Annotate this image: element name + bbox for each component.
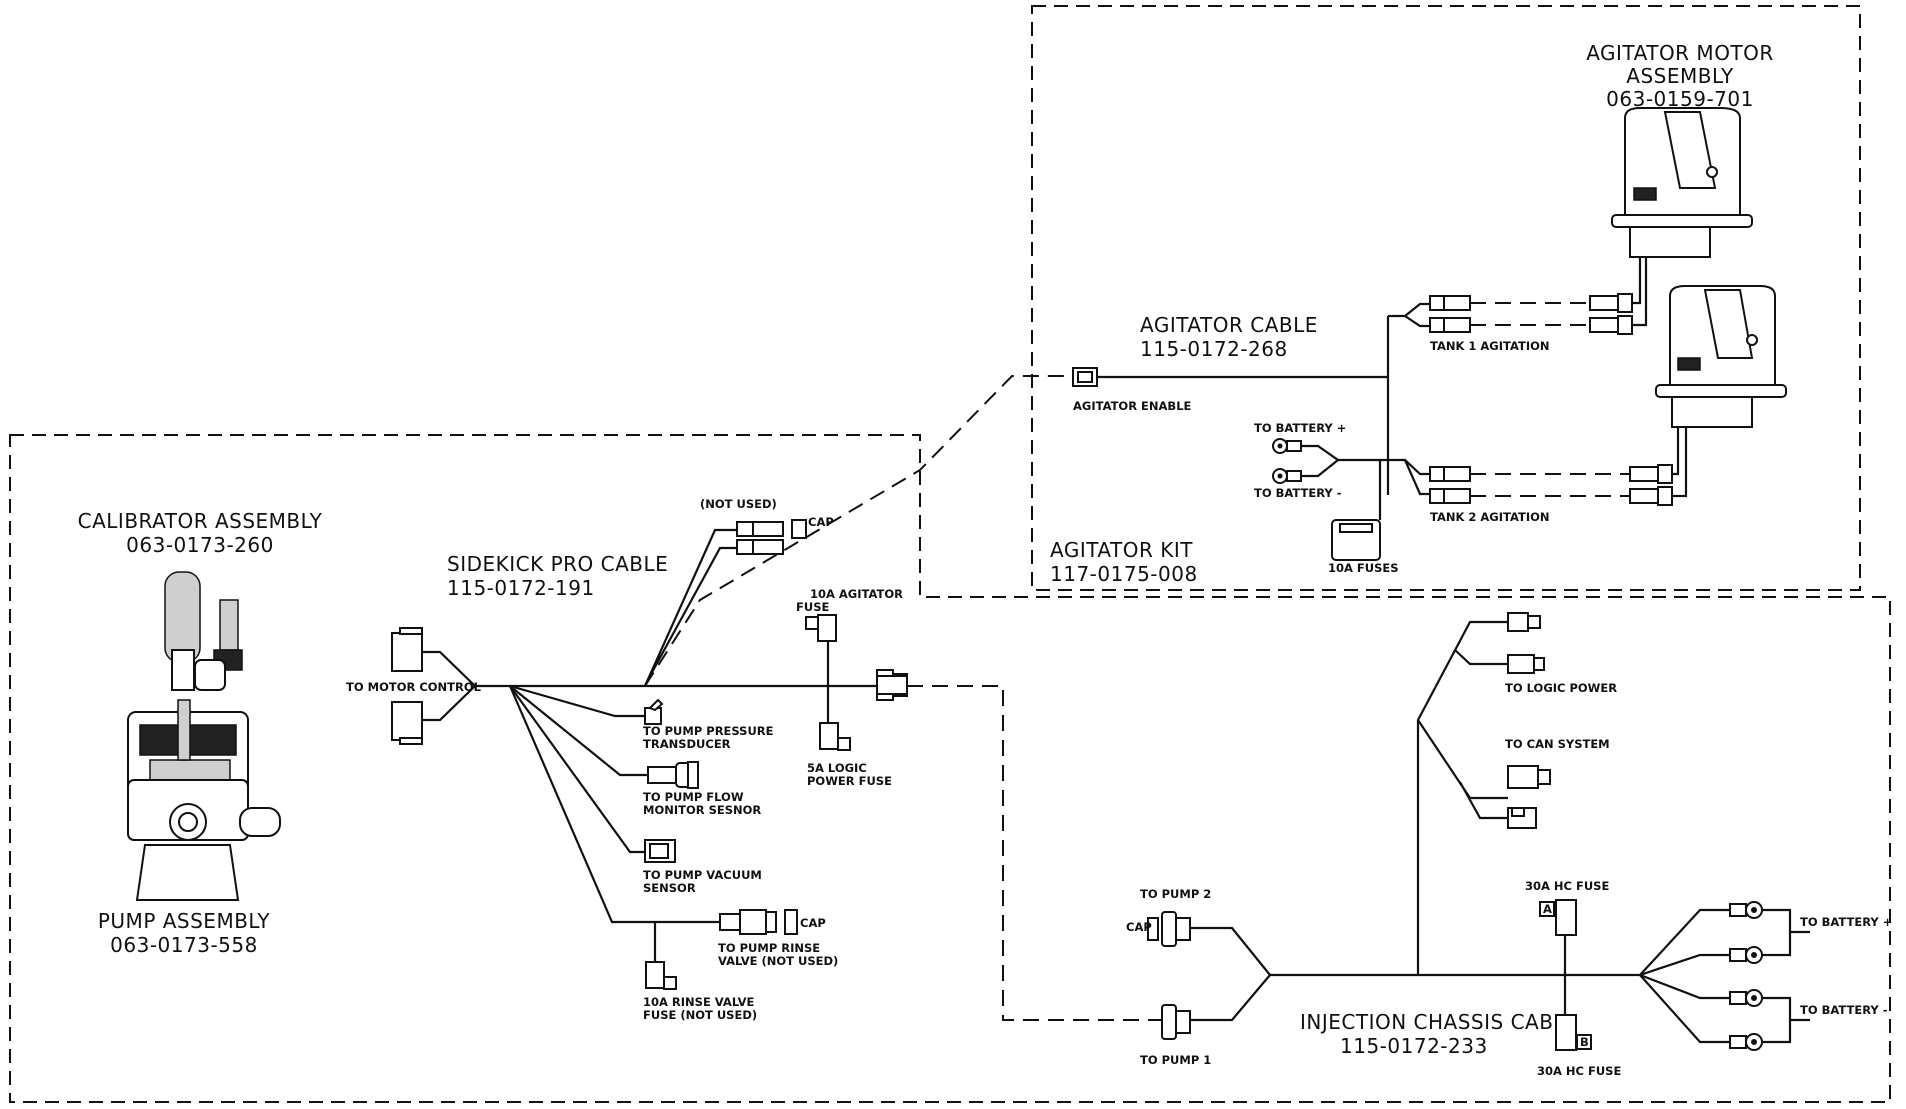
sidekick-boundary [9, 434, 1891, 1103]
hc-fuse-bottom [1555, 1014, 1592, 1051]
cap-label-pump2: CAP [1126, 920, 1152, 934]
agitator-kit-name: AGITATOR KIT [1050, 538, 1193, 562]
agitator-cable-part: 115-0172-268 [1140, 337, 1288, 361]
injection-pump-branches [1190, 926, 1271, 1022]
pump2-connector [1147, 911, 1191, 947]
tank2-connectors [1429, 466, 1471, 504]
injection-battery-brackets [1760, 908, 1810, 1044]
hc-fuse-bottom-letter: B [1580, 1035, 1589, 1049]
agitator-kit-part: 117-0175-008 [1050, 562, 1198, 586]
hc-fuse-top-label: 30A HC FUSE [1525, 879, 1609, 893]
vacuum-label-1: TO PUMP VACUUM [643, 868, 762, 882]
sidekick-branch-pressure [509, 684, 645, 718]
injection-cable-name: INJECTION CHASSIS CABLE [1300, 1010, 1578, 1034]
flow-label-2: MONITOR SESNOR [643, 803, 761, 817]
injection-battery-fan [1639, 908, 1730, 1044]
to-can-system-label: TO CAN SYSTEM [1505, 737, 1610, 751]
sidekick-branch-upper [643, 528, 740, 687]
injection-can-branch [1417, 719, 1508, 820]
pump-part: 063-0173-558 [110, 933, 258, 957]
vacuum-connector [644, 839, 676, 863]
injection-cable-part: 115-0172-233 [1340, 1034, 1488, 1058]
sidekick-cable-name: SIDEKICK PRO CABLE [447, 552, 668, 576]
agitator-enable-label: AGITATOR ENABLE [1073, 399, 1192, 413]
injection-battery-plus-label: TO BATTERY + [1800, 915, 1892, 929]
tank2-label: TANK 2 AGITATION [1430, 510, 1550, 524]
tank1-motor-connectors [1589, 293, 1633, 335]
sidekick-to-agitator-dash [644, 375, 1065, 687]
to-motor-control-label: TO MOTOR CONTROL [346, 680, 482, 694]
pressure-connector [644, 698, 664, 725]
injection-logic-vertical [1416, 620, 1508, 975]
vacuum-label-2: SENSOR [643, 881, 696, 895]
hc-fuse-top-letter: A [1543, 902, 1552, 916]
sidekick-branch-flow [509, 685, 648, 777]
fuse-5a-logic-label-1: 5A LOGIC [807, 761, 867, 775]
can-system-connectors [1507, 765, 1551, 829]
pressure-label-2: TRANSDUCER [643, 737, 731, 751]
calibrator-part: 063-0173-260 [126, 533, 274, 557]
cap-label-rinse: CAP [800, 916, 826, 930]
tank2-dash [1470, 473, 1630, 497]
pump-name: PUMP ASSEMBLY [98, 909, 271, 933]
flow-connector [647, 761, 699, 789]
tank1-dash [1470, 302, 1590, 326]
rinse-fuse [645, 961, 677, 990]
injection-battery-minus-label: TO BATTERY - [1800, 1003, 1888, 1017]
to-logic-power-label: TO LOGIC POWER [1505, 681, 1617, 695]
injection-battery-terminals [1729, 901, 1763, 1051]
sidekick-cable-part: 115-0172-191 [447, 576, 595, 600]
logic-power-connectors [1507, 612, 1545, 674]
fuses-10a-block [1331, 519, 1381, 561]
tank1-motor-leads [1632, 240, 1648, 327]
hc-fuse-top [1539, 899, 1577, 936]
agitator-battery-wires [1300, 444, 1388, 478]
fuse-5a-logic [819, 686, 851, 751]
sidekick-to-injection-dash [907, 685, 1165, 1021]
to-pump-2-label: TO PUMP 2 [1140, 887, 1211, 901]
agitator-tank2-branch [1388, 458, 1430, 496]
agitator-battery-minus-label: TO BATTERY - [1254, 486, 1342, 500]
hc-fuse-bottom-label: 30A HC FUSE [1537, 1064, 1621, 1078]
agitator-motor-name-1: AGITATOR MOTOR [1586, 41, 1774, 65]
fuse-5a-logic-label-2: POWER FUSE [807, 774, 892, 788]
calibrator-name: CALIBRATOR ASSEMBLY [78, 509, 323, 533]
rinse-fuse-label-1: 10A RINSE VALVE [643, 995, 754, 1009]
tank1-connectors [1429, 295, 1471, 333]
sidekick-branch-rinse [508, 685, 720, 924]
tank2-motor-connectors [1629, 464, 1673, 506]
agitator-motor-part: 063-0159-701 [1606, 87, 1754, 111]
agitator-battery-terminals [1272, 438, 1302, 484]
to-pump-1-label: TO PUMP 1 [1140, 1053, 1211, 1067]
pressure-label-1: TO PUMP PRESSURE [643, 724, 774, 738]
rinse-connector [719, 909, 798, 935]
agitator-motor-1 [1611, 107, 1753, 258]
flow-label-1: TO PUMP FLOW [643, 790, 744, 804]
rinse-label-2: VALVE (NOT USED) [718, 954, 838, 968]
not-used-label: (NOT USED) [700, 497, 777, 511]
agitator-battery-plus-label: TO BATTERY + [1254, 421, 1346, 435]
sidekick-branch-vacuum [509, 685, 645, 854]
agitator-motor-name-2: ASSEMBLY [1626, 64, 1734, 88]
calibrator-pump-illustration [127, 571, 281, 901]
agitator-tank1-branch [1388, 302, 1430, 328]
fuses-10a-label: 10A FUSES [1328, 561, 1399, 575]
agitator-cable-name: AGITATOR CABLE [1140, 313, 1318, 337]
tank1-label: TANK 1 AGITATION [1430, 339, 1550, 353]
rinse-label-1: TO PUMP RINSE [718, 941, 820, 955]
rinse-fuse-label-2: FUSE (NOT USED) [643, 1008, 757, 1022]
fuse-10a-agitator [805, 614, 837, 686]
pump1-connector [1161, 1004, 1191, 1040]
agitator-kit-boundary [1031, 5, 1861, 591]
agitator-motor-2 [1655, 285, 1787, 428]
fuse-10a-agitator-label-1: 10A AGITATOR [810, 587, 903, 601]
agitator-enable-connector [1072, 367, 1098, 387]
bulkhead-connector [876, 669, 908, 701]
cap-label-top: CAP [808, 515, 834, 529]
motor-control-connectors [391, 627, 477, 745]
not-used-connectors [736, 519, 807, 555]
fuse-10a-agitator-label-2: FUSE [796, 600, 829, 614]
